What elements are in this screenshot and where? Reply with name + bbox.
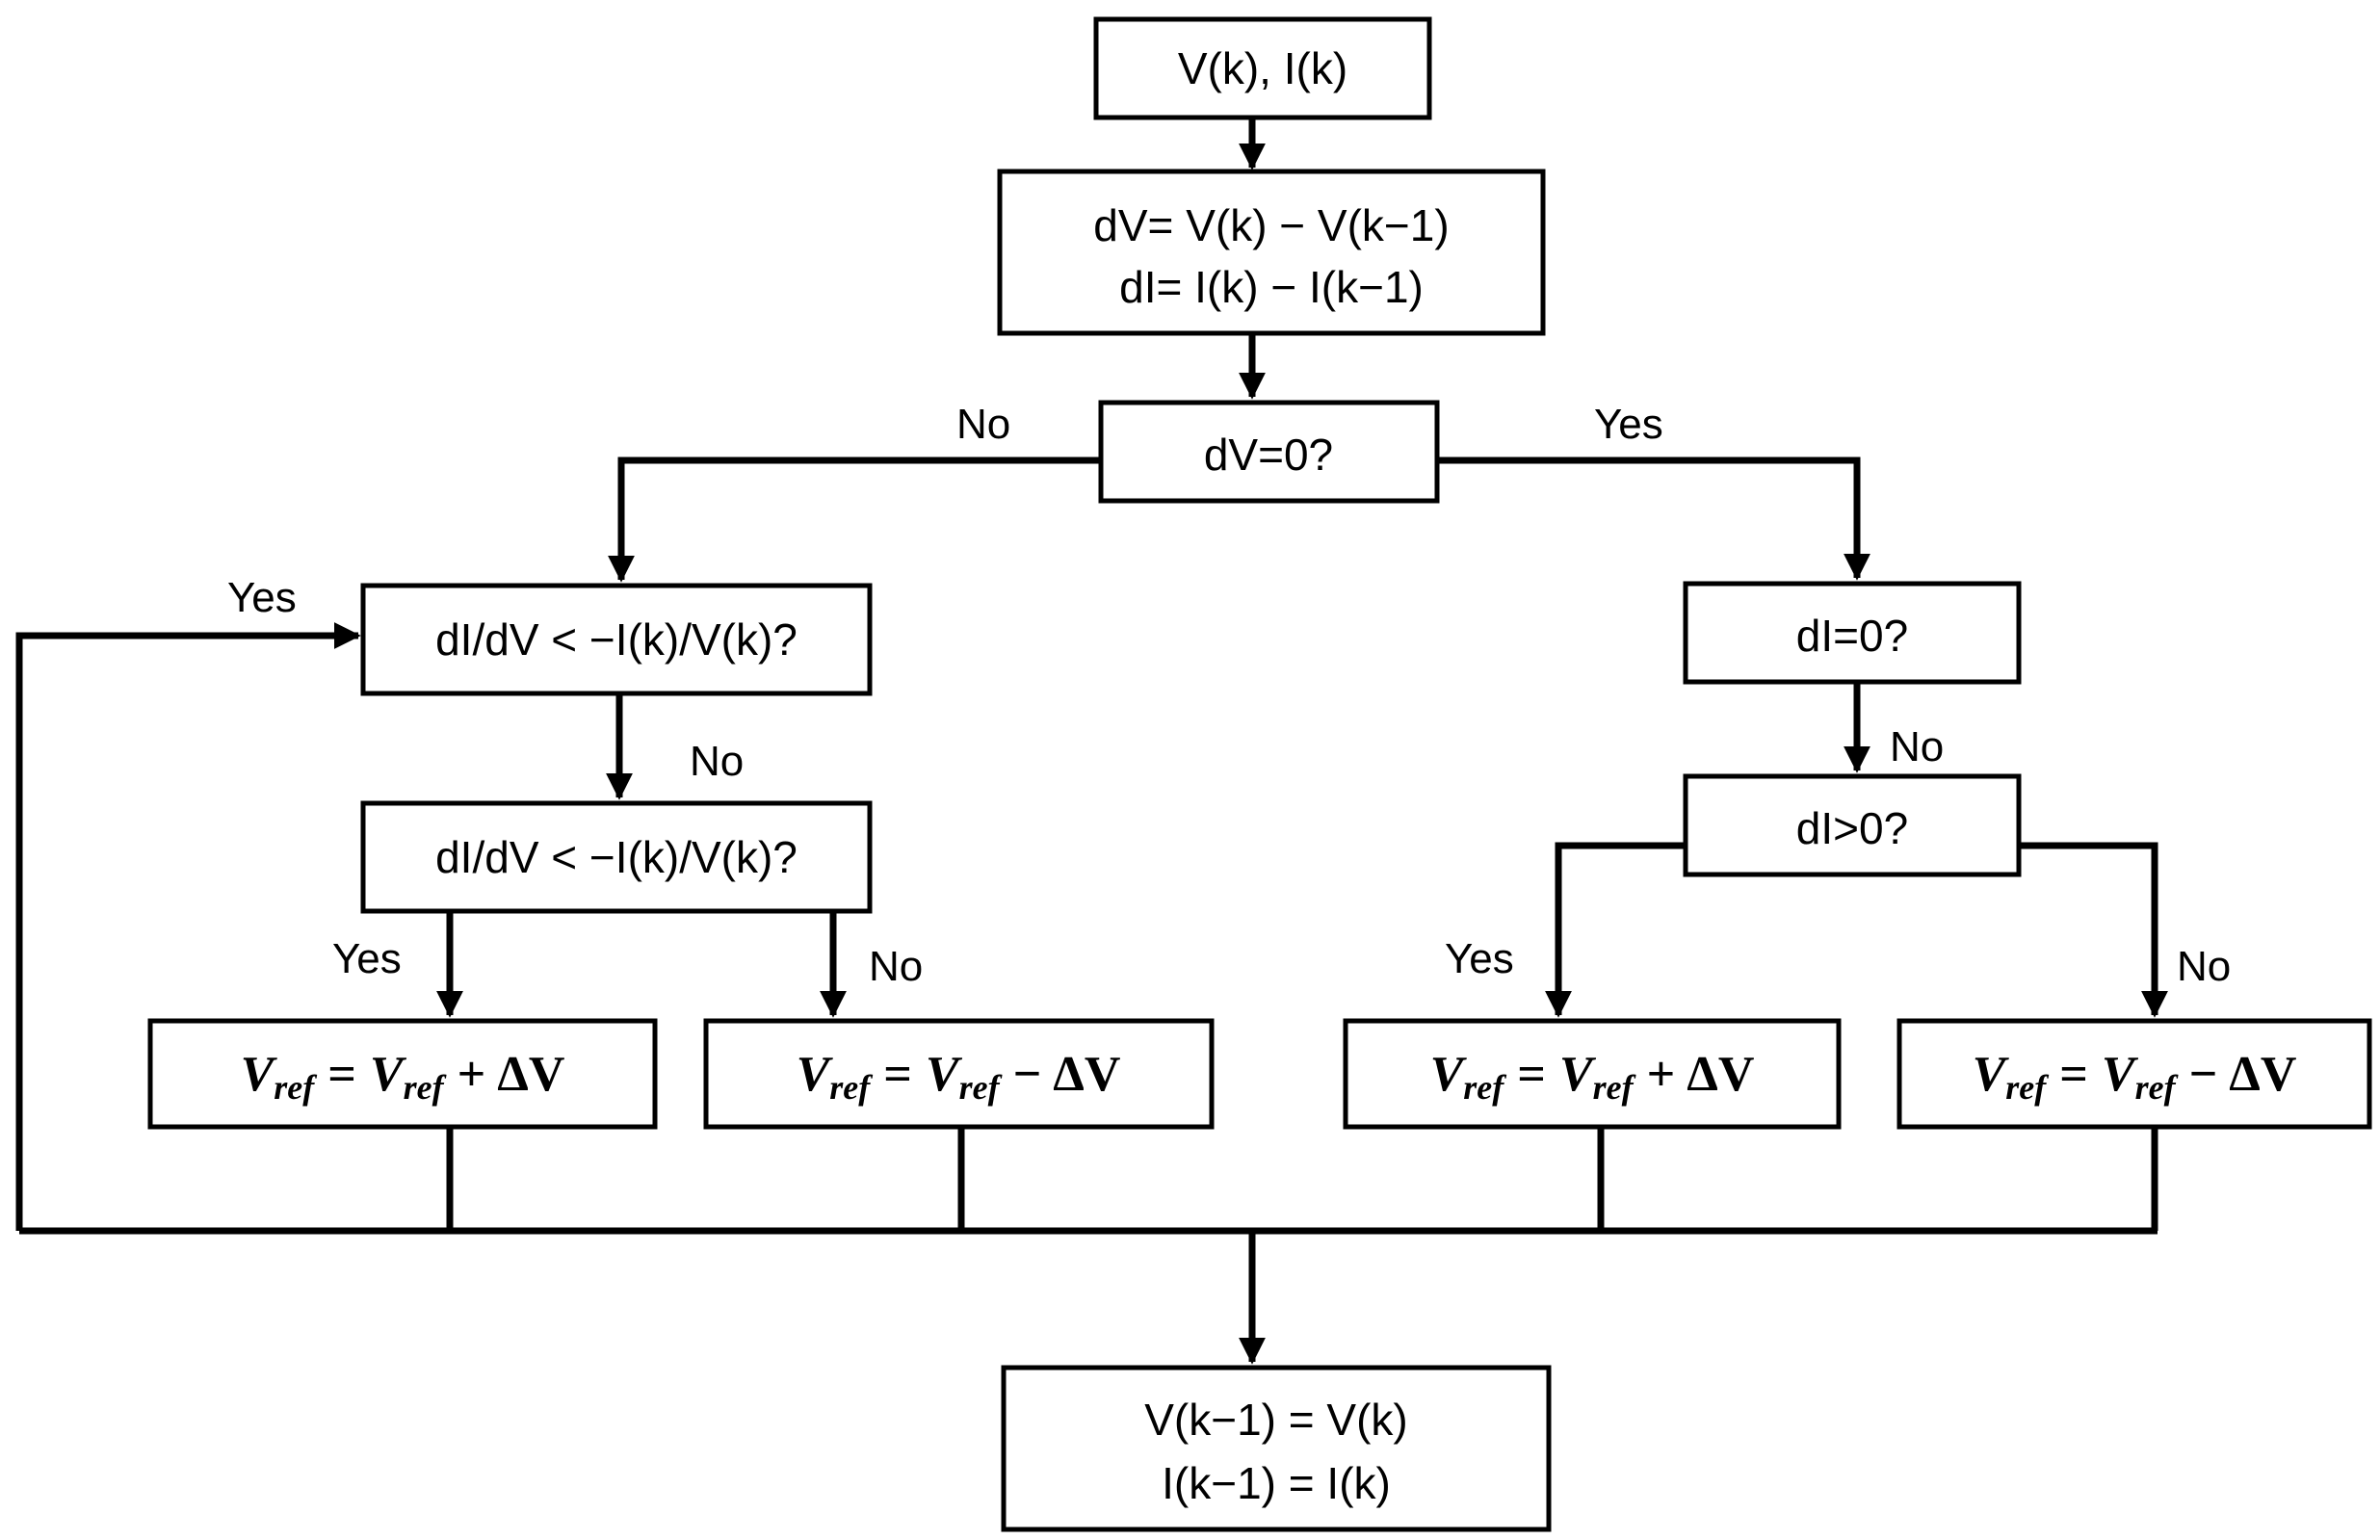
node-update-line2: I(k−1) = I(k): [1162, 1458, 1391, 1508]
label-dv-no: No: [956, 401, 1010, 448]
node-di-zero: dI=0?: [1683, 581, 2022, 685]
label-di-no: No: [1890, 723, 1944, 770]
arrow-dvzero-no: [608, 457, 1101, 583]
label-dv-yes: Yes: [1594, 401, 1663, 448]
node-dv-zero: dV=0?: [1098, 400, 1440, 504]
equation-vref-plus-left: Vref=Vref+ΔV: [241, 1047, 565, 1108]
equation-vref-plus-right: Vref=Vref+ΔV: [1430, 1047, 1755, 1108]
node-input: V(k), I(k): [1093, 16, 1432, 120]
label-cond2-no: No: [869, 943, 923, 990]
equation-vref-minus-right: Vref=Vref−ΔV: [1973, 1047, 2297, 1108]
node-vref-minus-left: Vref=Vref−ΔV: [703, 1018, 1215, 1130]
label-dipos-no: No: [2177, 943, 2231, 990]
label-cond2-yes: Yes: [332, 935, 402, 982]
node-condition-2-text: dI/dV < −I(k)/V(k)?: [435, 832, 798, 882]
node-di-zero-text: dI=0?: [1796, 611, 1908, 661]
node-condition-1-text: dI/dV < −I(k)/V(k)?: [435, 614, 798, 665]
node-di-positive: dI>0?: [1683, 773, 2022, 877]
label-loop-yes: Yes: [227, 574, 297, 621]
label-cond1-no: No: [690, 738, 744, 785]
equation-vref-minus-left: Vref=Vref−ΔV: [797, 1047, 1121, 1108]
node-input-text: V(k), I(k): [1178, 43, 1347, 93]
arrow-dipos-no: [2021, 842, 2168, 1018]
connectors: [15, 117, 2168, 1365]
arrow-dvzero-yes: [1437, 457, 1870, 581]
node-differences-line2: dI= I(k) − I(k−1): [1119, 262, 1424, 312]
node-vref-plus-right: Vref=Vref+ΔV: [1343, 1018, 1842, 1130]
node-differences: dV= V(k) − V(k−1) dI= I(k) − I(k−1): [997, 169, 1546, 336]
loop-back-yes: [15, 622, 361, 1231]
arrow-dipos-yes: [1545, 842, 1686, 1018]
node-update-line1: V(k−1) = V(k): [1144, 1395, 1408, 1445]
node-vref-minus-right: Vref=Vref−ΔV: [1896, 1018, 2372, 1130]
node-condition-1: dI/dV < −I(k)/V(k)?: [360, 583, 873, 696]
node-di-positive-text: dI>0?: [1796, 803, 1908, 853]
node-update: V(k−1) = V(k) I(k−1) = I(k): [1001, 1365, 1552, 1532]
node-condition-2: dI/dV < −I(k)/V(k)?: [360, 800, 873, 914]
label-dipos-yes: Yes: [1445, 935, 1514, 982]
node-differences-line1: dV= V(k) − V(k−1): [1093, 200, 1449, 250]
node-dv-zero-text: dV=0?: [1204, 430, 1333, 480]
branch-labels: No Yes Yes No Yes No No Yes No: [227, 401, 2231, 990]
node-vref-plus-left: Vref=Vref+ΔV: [147, 1018, 658, 1130]
